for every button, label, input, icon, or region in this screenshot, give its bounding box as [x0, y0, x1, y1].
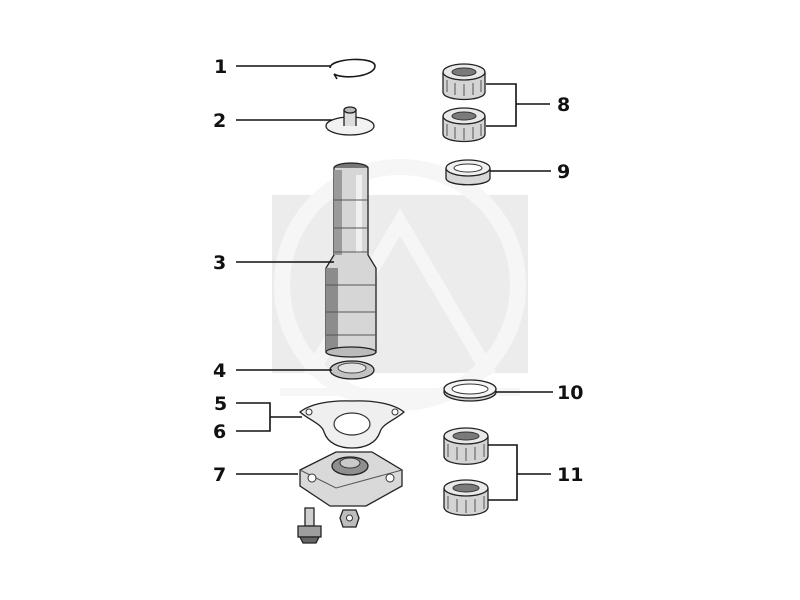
part-bearing-upper-b	[442, 107, 486, 143]
leader-5-6	[236, 402, 302, 432]
callout-8: 8	[557, 94, 570, 116]
callout-4: 4	[213, 360, 226, 382]
callout-7: 7	[213, 464, 226, 486]
callout-11: 11	[557, 464, 583, 486]
callout-9: 9	[557, 161, 570, 183]
part-seal-ring	[443, 379, 497, 402]
callout-1: 1	[214, 56, 227, 78]
callout-10: 10	[557, 382, 583, 404]
part-bolt	[297, 507, 322, 544]
callout-3: 3	[213, 252, 226, 274]
part-bearing-lower-a	[443, 427, 489, 465]
part-washer	[329, 360, 375, 380]
part-steering-tube	[325, 162, 377, 358]
watermark-logo	[272, 159, 528, 411]
part-flange-base	[299, 451, 403, 507]
part-bearing-ring	[445, 159, 491, 186]
callout-5: 5	[214, 393, 227, 415]
callout-6: 6	[213, 421, 226, 443]
part-nut	[339, 509, 360, 528]
part-circlip	[329, 58, 376, 80]
part-bearing-upper-a	[442, 63, 486, 101]
part-gasket	[298, 400, 406, 449]
leader-11	[488, 444, 551, 501]
leader-8	[486, 83, 550, 127]
part-bearing-lower-b	[443, 479, 489, 516]
part-cap	[325, 106, 375, 136]
callout-2: 2	[213, 110, 226, 132]
